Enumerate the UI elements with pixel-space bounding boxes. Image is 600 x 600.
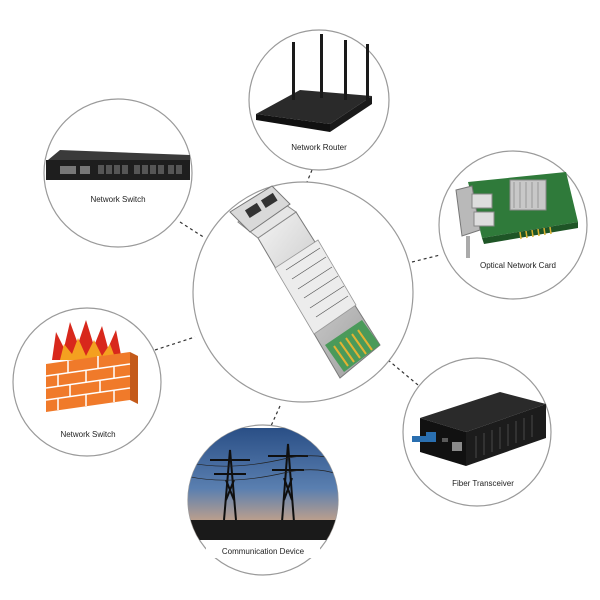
connector-firewall xyxy=(154,336,196,351)
connector-fiber xyxy=(387,359,419,386)
switch-icon xyxy=(46,150,190,180)
switch-bottom-label: Network Switch xyxy=(60,430,115,439)
node-optical-network-card: Optical Network Card xyxy=(438,150,588,300)
connector-router xyxy=(306,169,313,183)
fiber-label: Fiber Transceiver xyxy=(452,479,514,488)
connector-lines xyxy=(154,169,441,427)
comm-label-bg xyxy=(206,544,320,558)
comm-label: Communication Device xyxy=(222,547,305,556)
connector-switch-top xyxy=(179,221,206,239)
network-card-icon xyxy=(455,172,578,258)
connector-comm xyxy=(270,405,281,427)
power-tower-icon xyxy=(188,428,338,540)
center-node xyxy=(192,181,414,403)
node-communication-device: Communication Device xyxy=(187,424,339,576)
switch-top-label: Network Switch xyxy=(90,195,145,204)
firewall-icon xyxy=(45,320,138,412)
router-icon xyxy=(256,34,372,132)
node-fiber-transceiver: Fiber Transceiver xyxy=(402,357,552,507)
router-label: Network Router xyxy=(291,143,347,152)
node-network-switch-bottom: Network Switch xyxy=(12,307,162,457)
node-network-router: Network Router xyxy=(248,29,390,171)
sfp-module-icon xyxy=(229,185,381,379)
connector-network-card xyxy=(411,254,441,263)
node-network-switch-top: Network Switch xyxy=(43,98,193,248)
media-converter-icon xyxy=(412,392,546,466)
network-card-label: Optical Network Card xyxy=(480,261,556,270)
